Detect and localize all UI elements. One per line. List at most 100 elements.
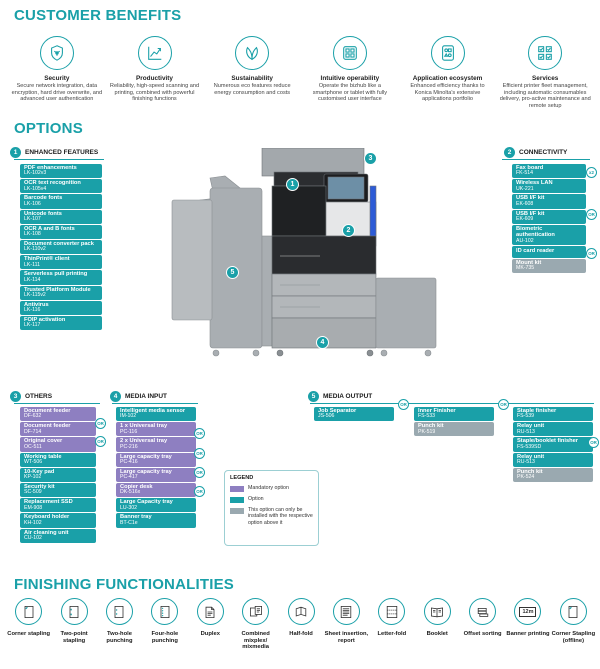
divider xyxy=(112,403,198,404)
printer-illustration: 1 2 3 4 5 xyxy=(170,147,470,370)
option-code: FS-539SD xyxy=(517,443,542,450)
option-name: Mount kit xyxy=(516,259,542,266)
option-code: LK-102v3 xyxy=(24,170,47,177)
callout-4: 4 xyxy=(316,336,329,349)
option-name: USB I/F kit xyxy=(516,210,545,217)
leaf-icon xyxy=(235,36,270,70)
option-name: Large capacity tray xyxy=(120,468,172,475)
finishing-half-fold: Half-fold xyxy=(278,598,323,651)
option-code: KH-102 xyxy=(24,519,42,526)
option-code: PC-416 xyxy=(120,458,138,465)
legend-item-mandatory: Mandatory option xyxy=(230,485,313,492)
media-output-header: 5 MEDIA OUTPUT xyxy=(308,391,372,402)
option-name: Trusted Platform Module xyxy=(24,286,91,293)
option-code: PC-116 xyxy=(120,428,138,435)
finishing-heading: FINISHING FUNCTIONALITIES xyxy=(14,576,234,593)
option-name: OCR text recognition xyxy=(24,180,81,187)
benefit-title: Application ecosystem xyxy=(412,75,483,82)
letter-fold-icon xyxy=(378,598,406,625)
option-name: Fax board xyxy=(516,165,544,171)
benefit-title: Services xyxy=(532,75,559,82)
benefit-application-ecosystem: Application ecosystem Enhanced efficienc… xyxy=(399,36,497,110)
option-code: LK-107 xyxy=(24,215,41,222)
benefits-row: Security Secure network integration, dat… xyxy=(8,36,594,110)
customer-benefits-heading: CUSTOMER BENEFITS xyxy=(14,7,182,24)
finishing-label: Sheet insertion, report xyxy=(324,631,369,644)
finishing-corner-stapling: Corner stapling xyxy=(6,598,51,651)
option-name: Air cleaning unit xyxy=(24,529,69,536)
divider xyxy=(310,403,594,404)
legend-item-dependent: This option can only be installed with t… xyxy=(230,507,313,526)
growth-chart-icon xyxy=(137,36,172,70)
option-name: Serverless pull printing xyxy=(24,271,88,278)
section-number: 3 xyxy=(10,391,21,402)
option-code: LK-111 xyxy=(24,261,40,268)
app-ecosystem-icon xyxy=(430,36,465,70)
option-code: CU-102 xyxy=(24,534,42,541)
option-code: FS-539 xyxy=(517,413,535,420)
options-heading: OPTIONS xyxy=(14,120,83,137)
benefit-title: Intuitive operability xyxy=(320,75,380,82)
finishing-label: Duplex xyxy=(200,631,220,637)
section-title: CONNECTIVITY xyxy=(519,149,568,156)
option-name: Large capacity tray xyxy=(120,453,172,460)
option-code: FS-533 xyxy=(418,413,436,420)
benefit-productivity: Productivity Reliability, high-speed sca… xyxy=(106,36,204,110)
or-badge: OR xyxy=(95,418,106,429)
callout-2: 2 xyxy=(342,224,355,237)
option-name: Intelligent media sensor xyxy=(120,408,186,414)
option-code: LK-110v2 xyxy=(24,246,46,253)
option-code: LK-114 xyxy=(24,276,41,283)
finishing-label: Banner printing xyxy=(506,631,550,637)
finishing-label: Offset sorting xyxy=(463,631,502,637)
section-title: ENHANCED FEATURES xyxy=(25,149,99,156)
finishing-mixplex: Combined mixplex/ mixmedia xyxy=(233,598,278,651)
section-number: 2 xyxy=(504,147,515,158)
option-name: Keyboard holder xyxy=(24,514,70,521)
finishing-label: Letter-fold xyxy=(377,631,407,637)
legend-swatch xyxy=(230,497,244,503)
or-badge: OR xyxy=(498,399,509,410)
network-shield-icon xyxy=(39,36,74,70)
option-code: PC-417 xyxy=(120,474,138,481)
option-code: SC-509 xyxy=(24,489,42,496)
legend-label: Option xyxy=(248,496,264,502)
others-header: 3 OTHERS xyxy=(10,391,52,402)
services-checklist-icon xyxy=(528,36,563,70)
callout-3: 3 xyxy=(364,152,377,165)
finishing-offset-sorting: Offset sorting xyxy=(460,598,505,651)
finishing-label: Two-point stapling xyxy=(60,631,88,644)
benefit-title: Sustainability xyxy=(231,75,273,82)
finishing-label: Half-fold xyxy=(289,631,313,637)
finishing-four-hole-punching: Four-hole punching xyxy=(142,598,187,651)
option-code: WT-506 xyxy=(24,458,43,465)
booklet-icon xyxy=(423,598,451,625)
option-name: Large Capacity tray xyxy=(120,499,173,506)
option-code: LK-116 xyxy=(24,307,41,314)
section-number: 4 xyxy=(110,391,121,402)
or-badge: OR xyxy=(194,486,205,497)
half-fold-icon xyxy=(287,598,315,625)
